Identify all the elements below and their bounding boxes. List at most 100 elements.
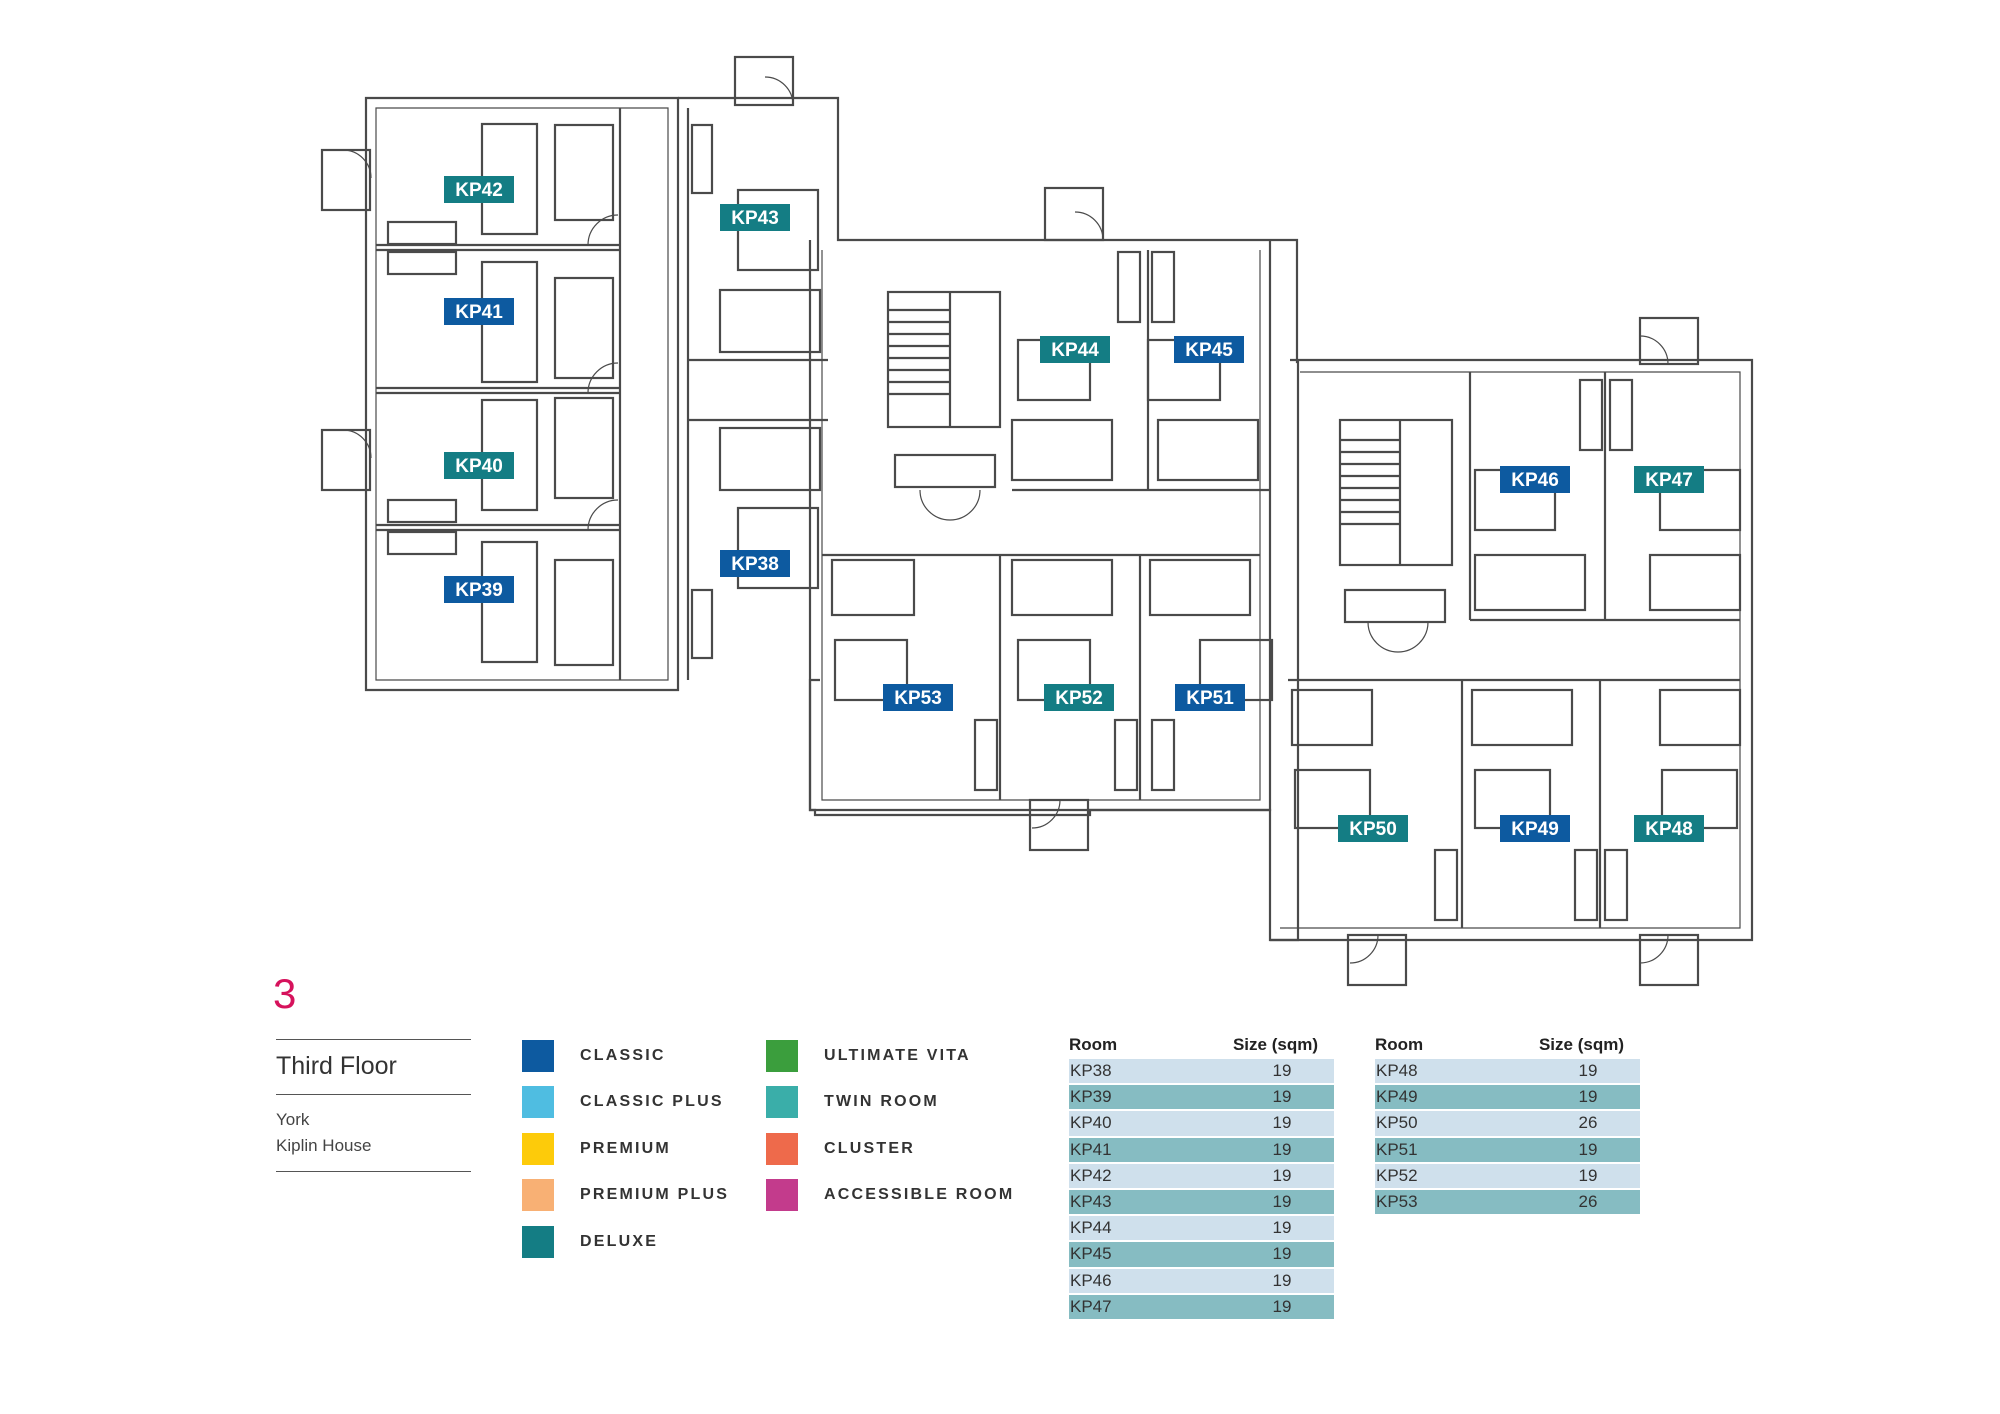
room-tag-label: KP42 — [455, 180, 503, 201]
size-cell: 19 — [1190, 1059, 1334, 1086]
classic-plus-swatch — [522, 1086, 554, 1118]
size-cell: 19 — [1190, 1084, 1334, 1112]
room-cell: KP38 — [1069, 1059, 1190, 1086]
west-wing-wall — [364, 96, 680, 692]
legend-label: CLASSIC PLUS — [580, 1093, 724, 1110]
room-tag-kp49[interactable]: KP49 — [1500, 815, 1570, 842]
cluster-swatch — [766, 1133, 798, 1165]
room-cell: KP53 — [1375, 1188, 1496, 1217]
room-tag-label: KP45 — [1185, 340, 1233, 361]
room-tag-kp38[interactable]: KP38 — [720, 550, 790, 577]
room-cell: KP50 — [1375, 1110, 1496, 1138]
room-tag-label: KP49 — [1511, 819, 1559, 840]
room-tag-kp48[interactable]: KP48 — [1634, 815, 1704, 842]
size-cell: 19 — [1496, 1084, 1640, 1112]
legend-item-twin-room: TWIN ROOM — [766, 1086, 939, 1118]
room-tag-kp47[interactable]: KP47 — [1634, 466, 1704, 493]
legend-label: TWIN ROOM — [824, 1093, 939, 1110]
room-tag-background — [1634, 815, 1704, 842]
room-tag-kp50[interactable]: KP50 — [1338, 815, 1408, 842]
room-tag-kp40[interactable]: KP40 — [444, 452, 514, 479]
room-tag-kp45[interactable]: KP45 — [1174, 336, 1244, 363]
accessible-room-swatch — [766, 1179, 798, 1211]
room-tag-label: KP43 — [731, 208, 779, 229]
room-tag-kp43[interactable]: KP43 — [720, 204, 790, 231]
classic-swatch — [522, 1040, 554, 1072]
room-tag-kp51[interactable]: KP51 — [1175, 684, 1245, 711]
room-tag-kp52[interactable]: KP52 — [1044, 684, 1114, 711]
room-tag-background — [720, 550, 790, 577]
header-room: Room — [1375, 1035, 1424, 1054]
room-tag-background — [444, 298, 514, 325]
size-cell: 19 — [1496, 1136, 1640, 1164]
size-cell: 19 — [1190, 1162, 1334, 1190]
legend-label: CLASSIC — [580, 1047, 666, 1064]
room-tag-label: KP39 — [455, 580, 503, 601]
room-tag-kp41[interactable]: KP41 — [444, 298, 514, 325]
header-room: Room — [1069, 1035, 1118, 1054]
divider — [276, 1171, 471, 1172]
room-tag-background — [444, 576, 514, 603]
room-tag-kp53[interactable]: KP53 — [883, 684, 953, 711]
room-tag-background — [720, 204, 790, 231]
room-tag-kp46[interactable]: KP46 — [1500, 466, 1570, 493]
room-tag-label: KP51 — [1186, 688, 1234, 709]
room-tag-background — [883, 684, 953, 711]
legend-label: PREMIUM PLUS — [580, 1186, 730, 1203]
floor-name: Third Floor — [276, 1052, 397, 1080]
room-tag-kp42[interactable]: KP42 — [444, 176, 514, 203]
room-tag-background — [1634, 466, 1704, 493]
room-tag-kp39[interactable]: KP39 — [444, 576, 514, 603]
central-block-wall — [808, 240, 1272, 812]
legend-item-cluster: CLUSTER — [766, 1133, 915, 1165]
room-tag-background — [1500, 815, 1570, 842]
legend-item-premium: PREMIUM — [522, 1133, 671, 1165]
size-cell: 19 — [1190, 1267, 1334, 1295]
legend-item-ultimate-vita: ULTIMATE VITA — [766, 1040, 971, 1072]
room-tag-label: KP38 — [731, 554, 779, 575]
room-tag-background — [1175, 684, 1245, 711]
room-tag-kp44[interactable]: KP44 — [1040, 336, 1110, 363]
header-size: Size (sqm) — [1538, 1035, 1624, 1054]
divider — [276, 1094, 471, 1095]
room-cell: KP42 — [1069, 1162, 1190, 1190]
room-tag-background — [1174, 336, 1244, 363]
room-tag-background — [444, 452, 514, 479]
header-size: Size (sqm) — [1232, 1035, 1318, 1054]
building-info: York Kiplin House — [276, 1107, 371, 1159]
legend-item-deluxe: DELUXE — [522, 1226, 658, 1258]
room-cell: KP45 — [1069, 1241, 1190, 1269]
room-tag-background — [444, 176, 514, 203]
room-tag-label: KP44 — [1051, 340, 1099, 361]
east-wing-wall — [1270, 358, 1754, 942]
room-cell: KP52 — [1375, 1162, 1496, 1190]
room-cell: KP46 — [1069, 1267, 1190, 1295]
room-cell: KP48 — [1375, 1059, 1496, 1086]
room-tag-label: KP53 — [894, 688, 942, 709]
room-cell: KP47 — [1069, 1293, 1190, 1321]
room-tag-background — [1040, 336, 1110, 363]
size-cell: 19 — [1496, 1059, 1640, 1086]
room-tag-background — [1338, 815, 1408, 842]
city-label: York — [276, 1110, 310, 1129]
building-label: Kiplin House — [276, 1136, 372, 1155]
room-cell: KP44 — [1069, 1215, 1190, 1243]
room-cell: KP39 — [1069, 1084, 1190, 1112]
room-tag-label: KP47 — [1645, 470, 1693, 491]
room-cell: KP43 — [1069, 1188, 1190, 1217]
legend-item-accessible-room: ACCESSIBLE ROOM — [766, 1179, 1014, 1211]
room-tag-label: KP50 — [1349, 819, 1397, 840]
size-cell: 19 — [1190, 1136, 1334, 1164]
legend-label: PREMIUM — [580, 1140, 671, 1157]
